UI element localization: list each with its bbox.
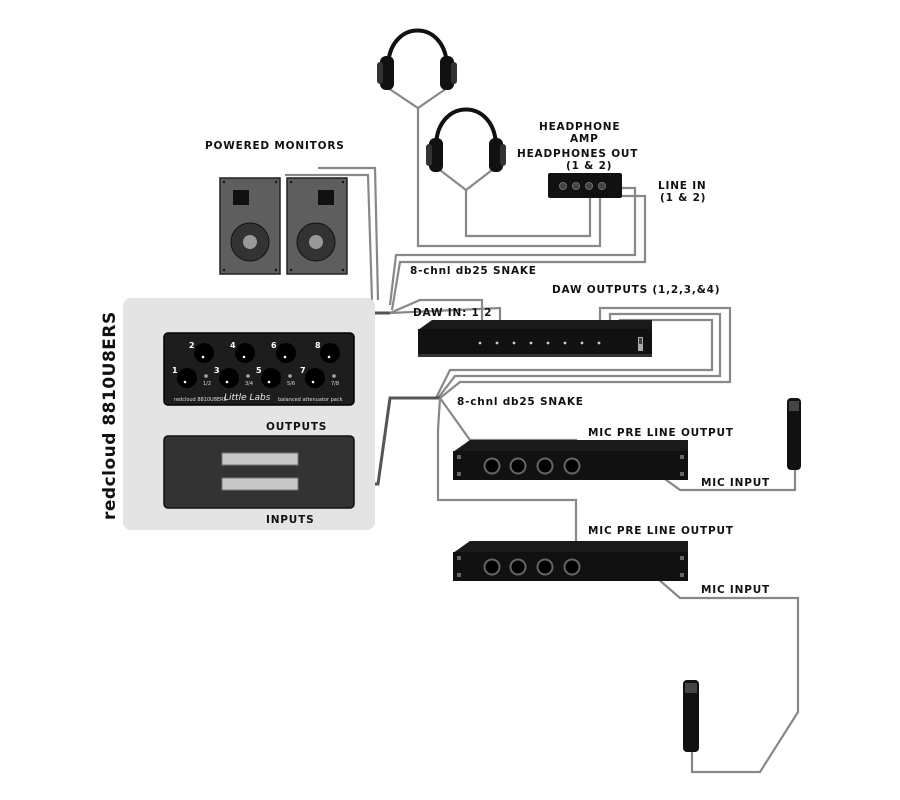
headphones-icon	[426, 107, 506, 172]
knob-number: 7	[300, 366, 306, 375]
knob-number: 5	[256, 366, 262, 375]
daw-in-label: DAW IN: 1 2	[413, 307, 492, 319]
daw-interface	[418, 320, 652, 357]
mic-pre-line-output-label: MIC PRE LINE OUTPUT	[588, 427, 734, 439]
headphone-amp	[548, 173, 622, 198]
knob-number: 2	[189, 341, 195, 350]
switch-label: 1/2	[203, 381, 211, 387]
attenuator-rear-panel	[163, 435, 355, 509]
switch-label: 3/4	[245, 381, 253, 387]
powered-monitors-label: POWERED MONITORS	[205, 140, 345, 152]
speaker-icon	[219, 177, 281, 275]
microphone-icon	[683, 680, 699, 752]
device-name-vertical: redcloud 8810U8ERS	[100, 311, 120, 520]
mic-preamp	[453, 541, 688, 581]
microphone-icon	[787, 398, 801, 470]
knob-number: 3	[214, 366, 220, 375]
outputs-label: OUTPUTS	[266, 421, 327, 433]
desc-small-text: balanced attenuator pack	[278, 397, 343, 403]
switch-label: 7/8	[331, 381, 339, 387]
headphone-amp-label: HEADPHONE	[539, 121, 620, 133]
mic-preamp	[453, 440, 688, 480]
mic-pre-line-output-label: MIC PRE LINE OUTPUT	[588, 525, 734, 537]
knob-number: 6	[271, 341, 277, 350]
attenuator-unit: 2 4 6 8 1 3 5 7 1/2 3/4 5/6 7/8 redcloud…	[123, 298, 375, 530]
headphone-amp-label: AMP	[570, 133, 599, 145]
switch-label: 5/6	[287, 381, 295, 387]
headphones-out-label: HEADPHONES OUT	[517, 148, 638, 160]
snake-label: 8-chnl db25 SNAKE	[410, 265, 537, 277]
headphones-out-label: (1 & 2)	[566, 160, 612, 172]
mic-input-label: MIC INPUT	[701, 584, 770, 596]
knob-number: 8	[315, 341, 321, 350]
knob-number: 1	[172, 366, 178, 375]
knob-number: 4	[230, 341, 236, 350]
speaker-icon	[286, 177, 348, 275]
model-small-text: redcloud 8810U8ERS	[174, 397, 227, 403]
inputs-label: INPUTS	[266, 514, 314, 526]
daw-outputs-label: DAW OUTPUTS (1,2,3,&4)	[552, 284, 720, 296]
headphones-icon	[377, 28, 457, 90]
snake-label: 8-chnl db25 SNAKE	[457, 396, 584, 408]
labels: HEADPHONE AMP HEADPHONES OUT (1 & 2) LIN…	[100, 121, 770, 596]
line-in-label: (1 & 2)	[660, 192, 706, 204]
attenuator-front-panel: 2 4 6 8 1 3 5 7 1/2 3/4 5/6 7/8 redcloud…	[163, 332, 355, 406]
line-in-label: LINE IN	[658, 180, 707, 192]
mic-input-label: MIC INPUT	[701, 477, 770, 489]
brand-logo: Little Labs	[224, 393, 271, 403]
